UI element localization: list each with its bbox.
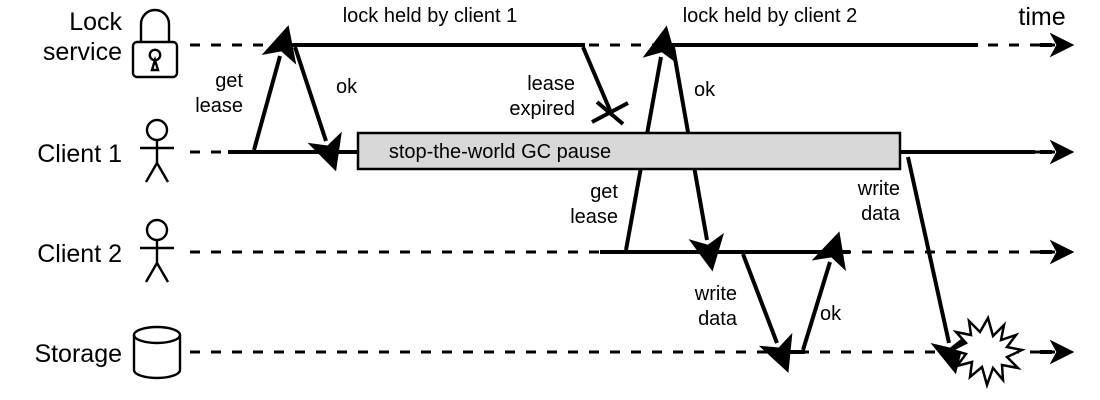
lane-lock-service: Lock service (43, 8, 1075, 79)
lane-label-client-2: Client 2 (37, 240, 122, 268)
time-axis-label: time (1018, 3, 1065, 31)
lane-storage: Storage (34, 325, 1075, 380)
message-label-get-lease-2-line1: get (590, 181, 618, 203)
message-label-ok-2: ok (694, 79, 716, 101)
message-label-write-data-c2-line1: write (694, 283, 737, 305)
span-label-lock-held-client-2: lock held by client 2 (683, 5, 858, 27)
padlock-icon (131, 8, 179, 79)
gc-pause-label: stop-the-world GC pause (389, 141, 611, 163)
message-label-lease-expired-line1: lease (527, 73, 575, 95)
message-label-write-data-c1-line2: data (861, 203, 901, 225)
message-ok-1: ok (293, 46, 358, 172)
message-label-get-lease-2-line2: lease (570, 206, 618, 228)
span-label-lock-held-client-1: lock held by client 1 (343, 5, 518, 27)
message-label-get-lease-1-line1: get (215, 70, 243, 92)
lane-label-lock-service-line1: Lock (69, 8, 122, 36)
message-ok-3: ok (801, 231, 847, 351)
activity-box-gc-pause: stop-the-world GC pause (356, 131, 902, 171)
message-label-get-lease-1-line2: lease (195, 95, 243, 117)
message-lease-expired: lease expired (509, 46, 629, 126)
lane-label-lock-service-line2: service (43, 38, 122, 66)
message-write-data-client-1: write data (857, 156, 1026, 390)
database-cylinder-icon (132, 325, 182, 380)
message-get-lease-1: get lease (195, 25, 297, 151)
message-label-write-data-c2-line2: data (698, 308, 738, 330)
stick-figure-icon (140, 118, 174, 183)
lane-client-2: Client 2 (37, 218, 1075, 283)
message-label-ok-3: ok (820, 303, 842, 325)
gc-pause-rect (356, 131, 902, 171)
error-burst-icon (948, 314, 1026, 390)
message-label-lease-expired-line2: expired (509, 98, 575, 120)
message-write-data-client-2: write data (694, 253, 793, 373)
stick-figure-icon (140, 218, 174, 283)
message-label-ok-1: ok (336, 76, 358, 98)
lane-label-storage: Storage (34, 340, 122, 368)
message-label-write-data-c1-line1: write (857, 178, 900, 200)
lane-label-client-1: Client 1 (37, 140, 122, 168)
